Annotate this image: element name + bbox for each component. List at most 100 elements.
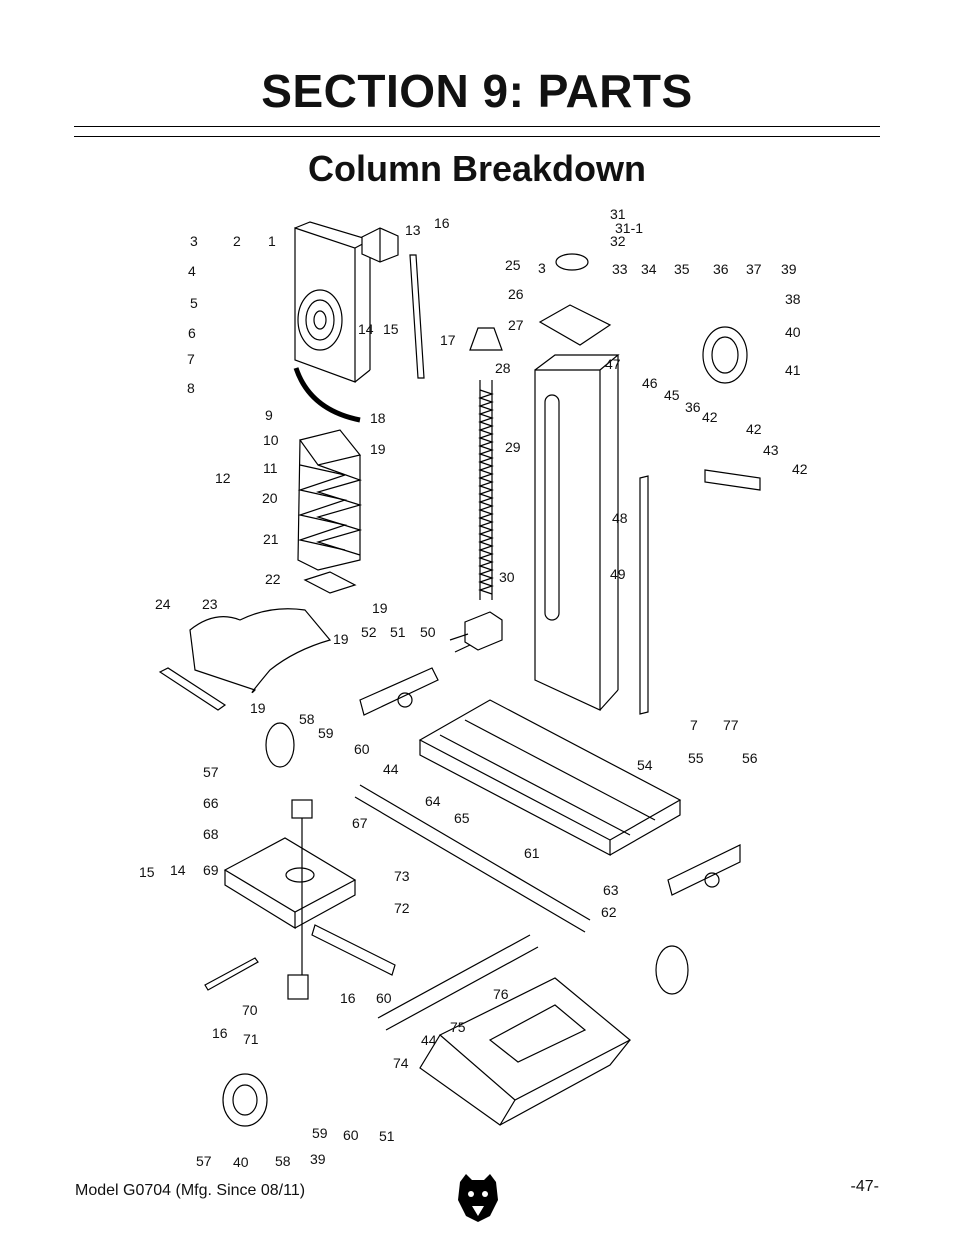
callout-66: 66 bbox=[203, 795, 219, 811]
callout-44: 44 bbox=[383, 761, 399, 777]
callout-65: 65 bbox=[454, 810, 470, 826]
callout-28: 28 bbox=[495, 360, 511, 376]
callout-60b: 60 bbox=[376, 990, 392, 1006]
callout-36b: 36 bbox=[685, 399, 701, 415]
callout-41: 41 bbox=[785, 362, 801, 378]
callout-34: 34 bbox=[641, 261, 657, 277]
y-leadscrew-nut bbox=[287, 974, 309, 1000]
rack bbox=[639, 475, 649, 715]
bellows-bracket bbox=[303, 571, 357, 594]
callout-3: 3 bbox=[190, 233, 198, 249]
callout-64: 64 bbox=[425, 793, 441, 809]
callout-33: 33 bbox=[612, 261, 628, 277]
callout-40: 40 bbox=[785, 324, 801, 340]
elevation-shaft bbox=[704, 469, 761, 491]
column-top-plate bbox=[538, 304, 612, 346]
callout-35: 35 bbox=[674, 261, 690, 277]
callout-55: 55 bbox=[688, 750, 704, 766]
callout-16b: 16 bbox=[340, 990, 356, 1006]
callout-11: 11 bbox=[263, 460, 278, 476]
callout-60: 60 bbox=[354, 741, 370, 757]
column-bellows bbox=[297, 429, 363, 571]
callout-40b: 40 bbox=[233, 1154, 249, 1170]
callout-25: 25 bbox=[505, 257, 521, 273]
callout-39b: 39 bbox=[310, 1151, 326, 1167]
callout-74: 74 bbox=[393, 1055, 409, 1071]
callout-59: 59 bbox=[318, 725, 334, 741]
callout-42: 42 bbox=[702, 409, 718, 425]
callout-58b: 58 bbox=[275, 1153, 291, 1169]
callout-59b: 59 bbox=[312, 1125, 328, 1141]
callout-44b: 44 bbox=[421, 1032, 437, 1048]
column bbox=[534, 354, 620, 711]
callout-14b: 14 bbox=[170, 862, 186, 878]
callout-52: 52 bbox=[361, 624, 377, 640]
callout-12: 12 bbox=[215, 470, 231, 486]
table-handwheel-left bbox=[265, 722, 295, 768]
chip-guard bbox=[293, 367, 361, 423]
callout-23: 23 bbox=[202, 596, 218, 612]
title-rule-bottom bbox=[74, 136, 880, 137]
callout-6: 6 bbox=[188, 325, 196, 341]
saddle-gib bbox=[311, 924, 396, 976]
table-leadscrew bbox=[354, 784, 591, 933]
bevel-gear bbox=[469, 327, 503, 351]
page-number: -47- bbox=[850, 1178, 879, 1195]
callout-47: 47 bbox=[605, 356, 621, 372]
leadscrew-nut bbox=[464, 611, 503, 651]
callout-27: 27 bbox=[508, 317, 524, 333]
callout-15b: 15 bbox=[139, 864, 155, 880]
grizzly-bear-logo-icon bbox=[458, 1174, 498, 1222]
callout-15: 15 bbox=[383, 321, 399, 337]
title-rule-top bbox=[74, 126, 880, 127]
elevation-handwheel bbox=[702, 326, 748, 384]
callout-7b: 7 bbox=[690, 717, 698, 733]
callout-38: 38 bbox=[785, 291, 801, 307]
callout-43: 43 bbox=[763, 442, 779, 458]
callout-7: 7 bbox=[187, 351, 195, 367]
callout-39: 39 bbox=[781, 261, 797, 277]
callout-51b: 51 bbox=[379, 1128, 395, 1144]
callout-54: 54 bbox=[637, 757, 653, 773]
callout-14: 14 bbox=[358, 321, 374, 337]
callout-42b: 42 bbox=[746, 421, 762, 437]
cover-cap bbox=[555, 253, 589, 271]
x-leadscrew-nut bbox=[291, 799, 313, 819]
callout-70: 70 bbox=[242, 1002, 258, 1018]
callout-57: 57 bbox=[203, 764, 219, 780]
callout-16: 16 bbox=[434, 215, 450, 231]
callout-10: 10 bbox=[263, 432, 279, 448]
callout-48: 48 bbox=[612, 510, 628, 526]
callout-20: 20 bbox=[262, 490, 278, 506]
callout-5: 5 bbox=[190, 295, 198, 311]
callout-46: 46 bbox=[642, 375, 658, 391]
right-end-bracket bbox=[667, 844, 741, 896]
callout-26: 26 bbox=[508, 286, 524, 302]
callout-13: 13 bbox=[405, 222, 421, 238]
callout-61: 61 bbox=[524, 845, 540, 861]
callout-16c: 16 bbox=[212, 1025, 228, 1041]
table-handwheel-right bbox=[655, 945, 689, 995]
saddle bbox=[223, 837, 357, 930]
callout-2: 2 bbox=[233, 233, 241, 249]
base bbox=[419, 977, 632, 1126]
callout-51: 51 bbox=[390, 624, 406, 640]
callout-30: 30 bbox=[499, 569, 515, 585]
callout-67: 67 bbox=[352, 815, 368, 831]
callout-73: 73 bbox=[394, 868, 410, 884]
left-end-bracket bbox=[359, 667, 439, 716]
diagram-subtitle: Column Breakdown bbox=[307, 148, 647, 189]
callout-1: 1 bbox=[268, 233, 276, 249]
callout-3b: 3 bbox=[538, 260, 546, 276]
callout-19d: 19 bbox=[250, 700, 266, 716]
way-cover-bar bbox=[158, 667, 227, 711]
footer-model: Model G0704 (Mfg. Since 08/11) bbox=[75, 1182, 306, 1199]
cross-leadscrew bbox=[377, 934, 539, 1031]
callout-62: 62 bbox=[601, 904, 617, 920]
callout-68: 68 bbox=[203, 826, 219, 842]
callout-31: 31 bbox=[610, 206, 626, 222]
callout-50: 50 bbox=[420, 624, 436, 640]
head-casting bbox=[294, 221, 372, 383]
callout-42c: 42 bbox=[792, 461, 808, 477]
callout-31-1: 31-1 bbox=[615, 220, 643, 236]
